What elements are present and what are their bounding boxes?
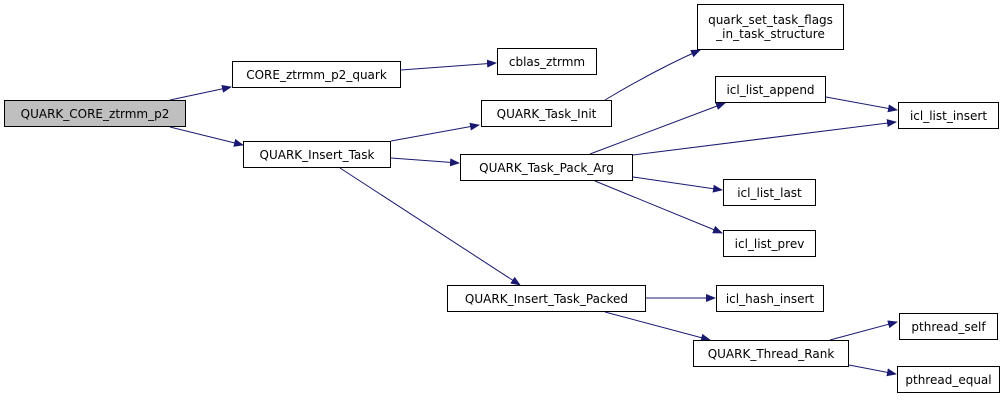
edge-quark-task-init-to-quark-set-task-flags: [604, 49, 701, 101]
edge-quark-task-pack-arg-to-icl-list-insert: [632, 119, 897, 156]
edge-quark-insert-task-to-quark-task-pack-arg: [390, 157, 460, 167]
edge-quark-core-ztrmm-p2-to-core-ztrmm-p2-quark: [169, 84, 232, 101]
edge-quark-task-pack-arg-to-icl-list-append: [589, 102, 726, 155]
edge-quark-task-pack-arg-to-icl-list-prev: [594, 180, 723, 234]
edge-quark-thread-rank-to-pthread-self: [829, 320, 898, 341]
edge-quark-insert-task-to-quark-task-init: [390, 122, 480, 142]
node-icl-hash-insert[interactable]: icl_hash_insert: [716, 285, 824, 312]
node-icl-list-insert[interactable]: icl_list_insert: [898, 102, 999, 129]
edge-core-ztrmm-p2-quark-to-cblas-ztrmm: [400, 59, 497, 71]
node-icl-list-prev[interactable]: icl_list_prev: [723, 230, 816, 257]
node-cblas-ztrmm[interactable]: cblas_ztrmm: [497, 48, 597, 75]
edge-quark-task-pack-arg-to-icl-list-last: [632, 176, 723, 193]
edge-quark-thread-rank-to-pthread-equal: [848, 364, 897, 377]
node-icl-list-append[interactable]: icl_list_append: [715, 76, 826, 103]
node-quark-insert-task-packed[interactable]: QUARK_Insert_Task_Packed: [447, 285, 646, 312]
node-quark-task-pack-arg[interactable]: QUARK_Task_Pack_Arg: [460, 154, 633, 181]
node-quark-set-task-flags-in-task-structure[interactable]: quark_set_task_flags _in_task_structure: [697, 4, 844, 50]
edge-quark-core-ztrmm-p2-to-quark-insert-task: [169, 126, 244, 147]
edge-icl-list-append-to-icl-list-insert: [825, 96, 898, 113]
node-core-ztrmm-p2-quark[interactable]: CORE_ztrmm_p2_quark: [232, 61, 401, 88]
node-pthread-self[interactable]: pthread_self: [899, 313, 998, 340]
node-quark-thread-rank[interactable]: QUARK_Thread_Rank: [693, 340, 849, 367]
edge-quark-insert-task-packed-to-quark-thread-rank: [604, 311, 711, 342]
node-quark-core-ztrmm-p2[interactable]: QUARK_CORE_ztrmm_p2: [4, 100, 186, 127]
node-quark-task-init[interactable]: QUARK_Task_Init: [481, 100, 612, 127]
node-quark-insert-task[interactable]: QUARK_Insert_Task: [243, 141, 391, 168]
node-pthread-equal[interactable]: pthread_equal: [897, 366, 1000, 393]
node-icl-list-last[interactable]: icl_list_last: [723, 179, 816, 206]
edge-quark-insert-task-to-quark-insert-task-packed: [339, 167, 521, 286]
